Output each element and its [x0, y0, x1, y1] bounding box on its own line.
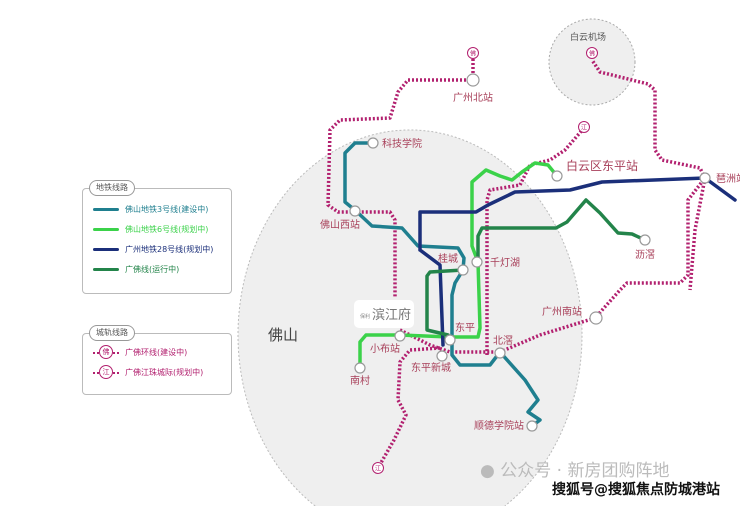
- station-markers: [349, 73, 711, 432]
- legend-item: 佛广佛环线(建设中): [83, 342, 231, 362]
- jiang-symbol: 江: [581, 125, 587, 132]
- label-dongping: 东平: [455, 321, 475, 334]
- label-baiyun-dongping: 白云区东平站: [566, 158, 638, 173]
- project-card: [354, 300, 414, 328]
- label-airport: 白云机场: [570, 31, 606, 43]
- intercity-legend-title: 城轨线路: [89, 325, 135, 341]
- station-guangzhou-south[interactable]: [589, 311, 603, 325]
- label-xiaobu: 小布站: [370, 342, 400, 355]
- label-foshan-west: 佛山西站: [320, 218, 360, 231]
- sohu-watermark: 搜狐号@搜狐焦点防城港站: [552, 482, 720, 498]
- wechat-icon: ●: [480, 461, 495, 481]
- station-lijiao[interactable]: [639, 234, 651, 246]
- label-keji: 科技学院: [382, 137, 422, 150]
- station-keji[interactable]: [367, 137, 379, 149]
- station-foshan-west[interactable]: [349, 205, 361, 217]
- station-dongping[interactable]: [444, 334, 456, 346]
- station-xiaobu[interactable]: [394, 330, 406, 342]
- foshan-line-6: [358, 161, 559, 370]
- legend-item: 广州地铁28号线(规划中): [83, 239, 231, 259]
- intercity-legend: 城轨线路 佛广佛环线(建设中) 江广佛江珠城际(规划中): [82, 325, 232, 395]
- project-name: 滨江府: [372, 307, 411, 323]
- fo-symbol: 佛: [589, 50, 595, 58]
- station-shunde-college[interactable]: [526, 420, 538, 432]
- station-pazhou[interactable]: [699, 172, 711, 184]
- metro-legend: 地铁线路 佛山地铁3号线(建设中) 佛山地铁6号线(规划中) 广州地铁28号线(…: [82, 180, 232, 294]
- label-beijiao: 北滘: [493, 335, 513, 347]
- guangfo-line: [425, 198, 647, 337]
- station-dongping-xincheng[interactable]: [436, 350, 448, 362]
- guangzhou-line-28: [418, 176, 737, 347]
- station-guicheng[interactable]: [457, 264, 469, 276]
- fo-symbol: 佛: [470, 50, 476, 58]
- station-qiandenghu[interactable]: [471, 256, 483, 268]
- legend-item: 江广佛江珠城际(规划中): [83, 362, 231, 382]
- metro-legend-title: 地铁线路: [89, 180, 135, 196]
- label-lijiao: 沥滘: [635, 249, 655, 261]
- wechat-watermark: ● 公众号 · 新房团购阵地: [480, 461, 670, 481]
- label-pazhou: 琶洲站: [716, 172, 740, 185]
- label-dongping-xincheng: 东平新城: [411, 361, 451, 374]
- legend-item: 佛山地铁6号线(规划中): [83, 219, 231, 239]
- label-guicheng: 桂城: [438, 252, 458, 265]
- station-guangzhou-north[interactable]: [466, 73, 480, 87]
- guangfo-jiangzhu-line: [376, 126, 586, 469]
- region-label: 佛山: [268, 326, 298, 344]
- label-shunde-college: 顺德学院站: [474, 419, 524, 432]
- legend-item: 佛山地铁3号线(建设中): [83, 199, 231, 219]
- label-qiandenghu: 千灯湖: [490, 257, 520, 269]
- fo-symbol: 佛: [99, 345, 113, 359]
- foshan-line-3: [343, 141, 542, 428]
- label-guangzhou-south: 广州南站: [542, 305, 582, 318]
- jiang-symbol: 江: [375, 466, 381, 473]
- station-baiyun-dongping[interactable]: [551, 170, 563, 182]
- station-beijiao[interactable]: [494, 347, 506, 359]
- label-nancun: 南村: [350, 374, 370, 387]
- station-nancun[interactable]: [354, 362, 366, 374]
- project-prefix: 保利: [360, 313, 370, 320]
- label-guangzhou-north: 广州北站: [453, 91, 493, 104]
- line-terminal-symbols: [372, 47, 598, 474]
- jiang-symbol: 江: [99, 365, 113, 379]
- legend-item: 广佛线(运行中): [83, 259, 231, 279]
